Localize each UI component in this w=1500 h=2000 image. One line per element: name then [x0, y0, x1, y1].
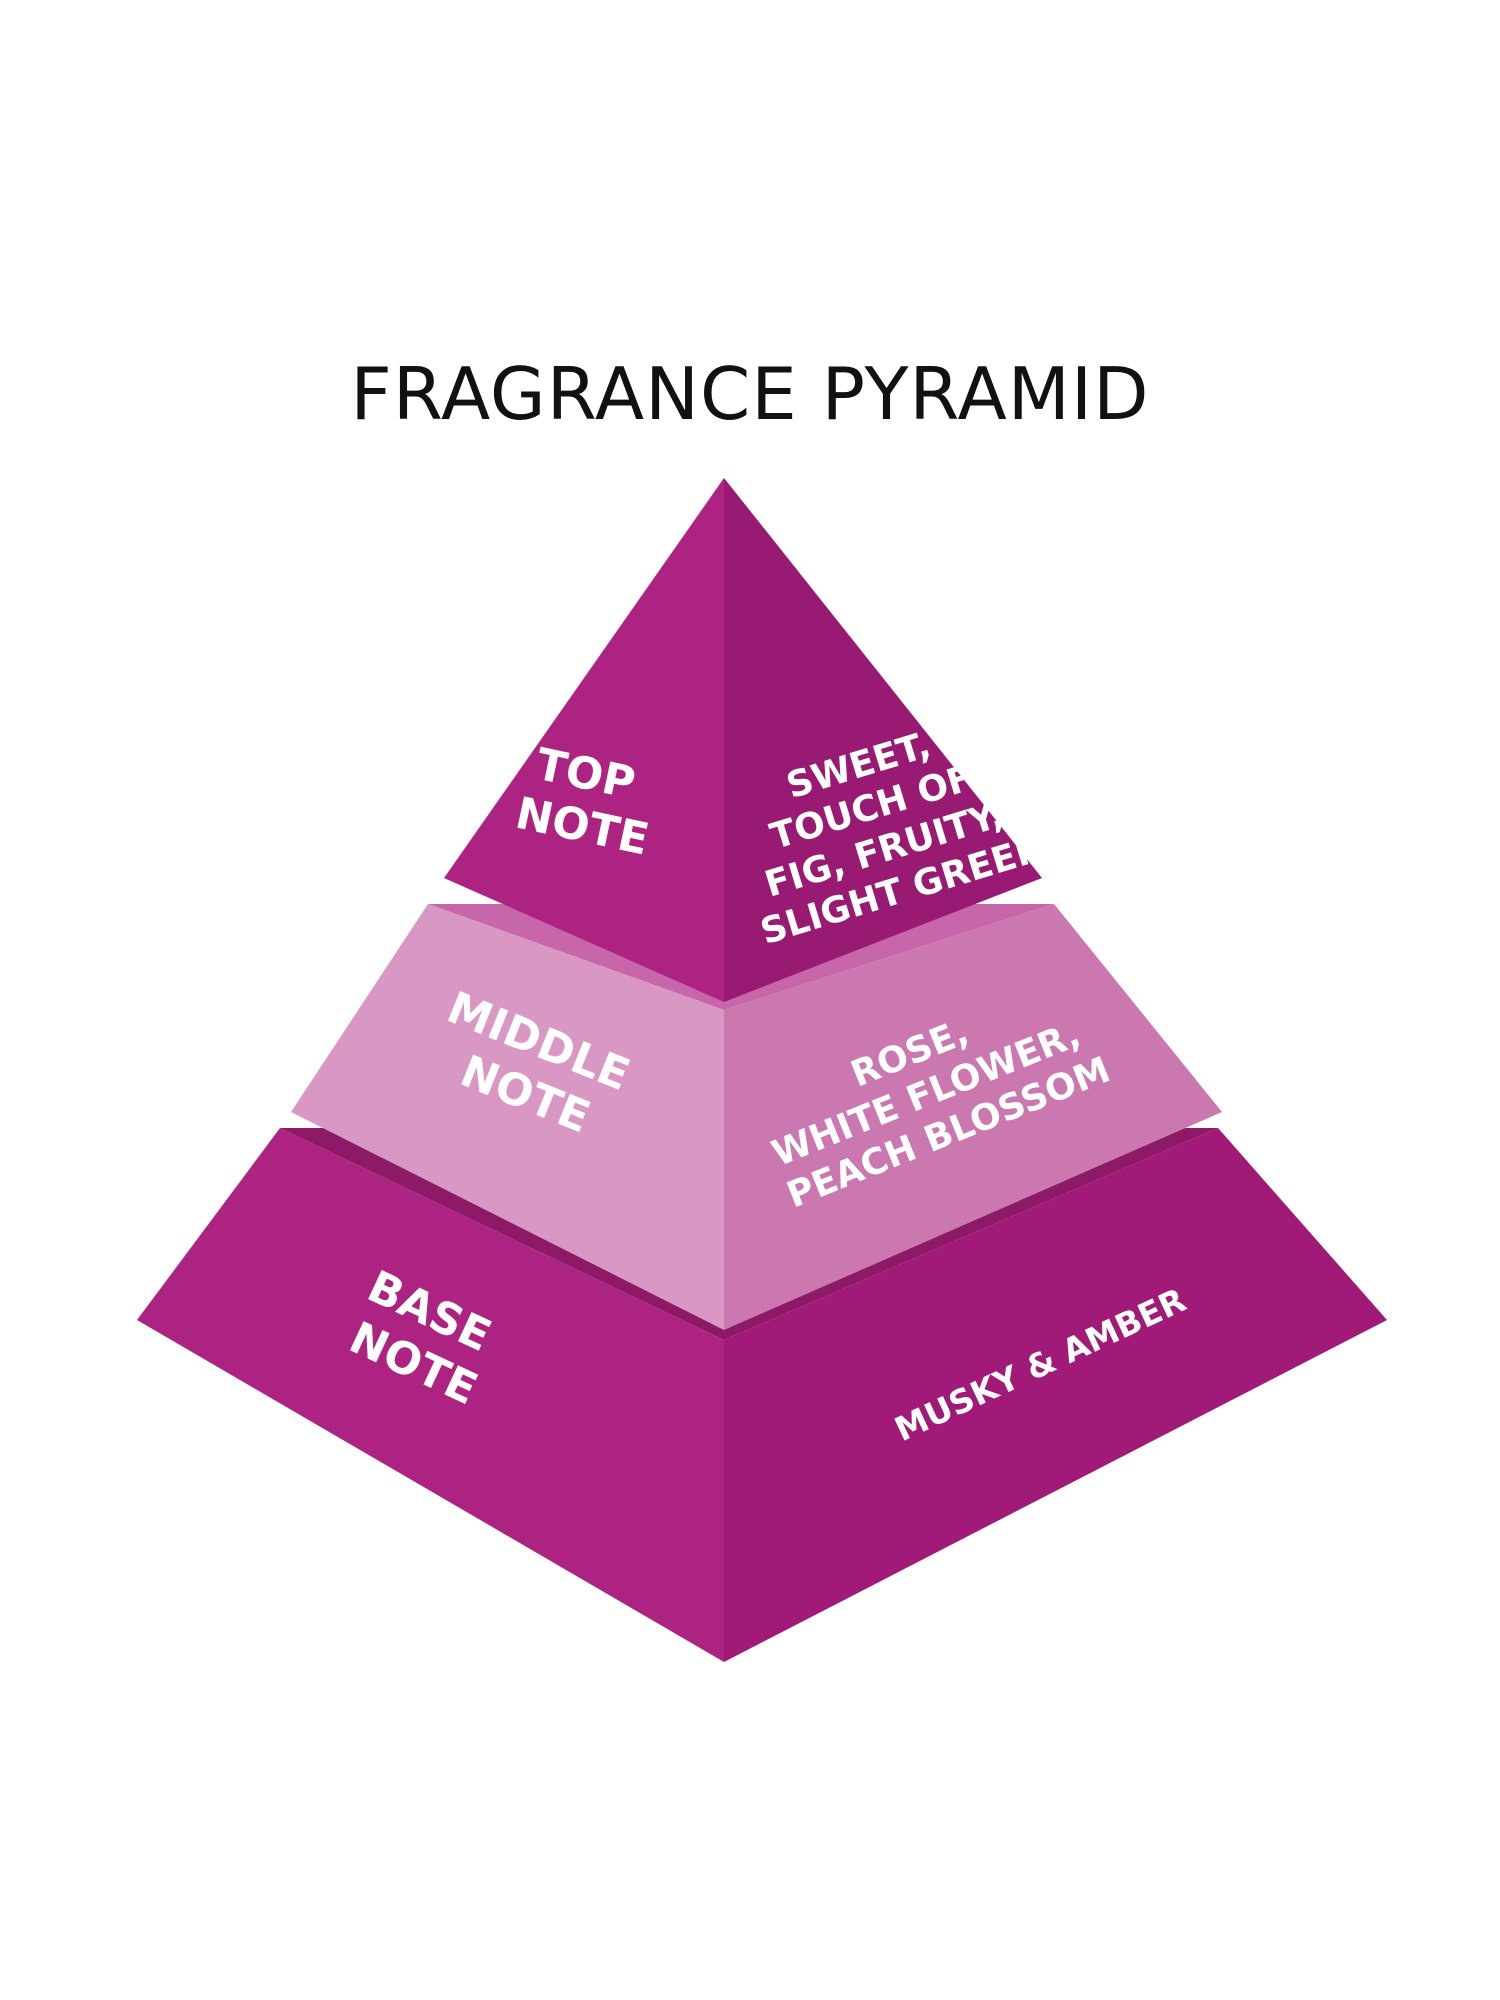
top-left-face [444, 478, 724, 1002]
top-tier [444, 478, 1042, 1002]
base-right-face [724, 1128, 1387, 1662]
middle-right-face [724, 904, 1222, 1330]
base-left-face [137, 1128, 724, 1662]
top-right-face [724, 478, 1042, 1002]
page-title: FRAGRANCE PYRAMID [350, 352, 1150, 436]
middle-left-face [291, 904, 724, 1330]
